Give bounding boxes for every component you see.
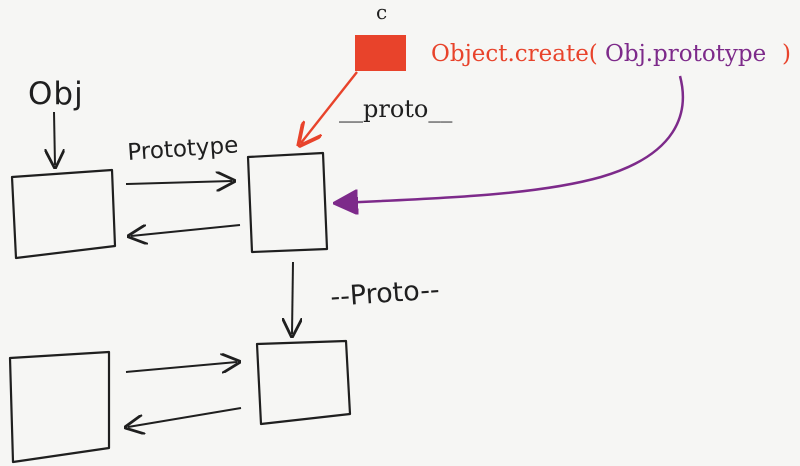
bottom-proto-label: --Proto-- — [329, 274, 440, 313]
bottom-right-arrow — [125, 362, 237, 372]
close-paren-text: ) — [782, 41, 791, 67]
c-label: c — [376, 0, 387, 24]
object-create-text: Object.create( — [431, 41, 598, 67]
prototype-box — [246, 151, 329, 254]
c-object-box — [355, 35, 406, 71]
bottom-left-box — [8, 350, 111, 464]
obj-prototype-text: Obj.prototype — [605, 41, 766, 67]
bottom-left-arrow — [128, 407, 242, 427]
prototype-label: Prototype — [127, 132, 240, 166]
constructor-arrow — [131, 224, 241, 236]
bottom-right-box — [255, 339, 352, 426]
obj-box — [10, 168, 117, 260]
top-proto-label: __proto__ — [339, 95, 452, 123]
prototype-chain-arrow — [292, 261, 293, 334]
c-proto-arrow — [301, 71, 358, 143]
prototype-arrow — [125, 181, 232, 184]
obj-prototype-arrow — [338, 75, 685, 203]
obj-arrow — [54, 111, 55, 165]
obj-label: Obj — [28, 76, 84, 112]
